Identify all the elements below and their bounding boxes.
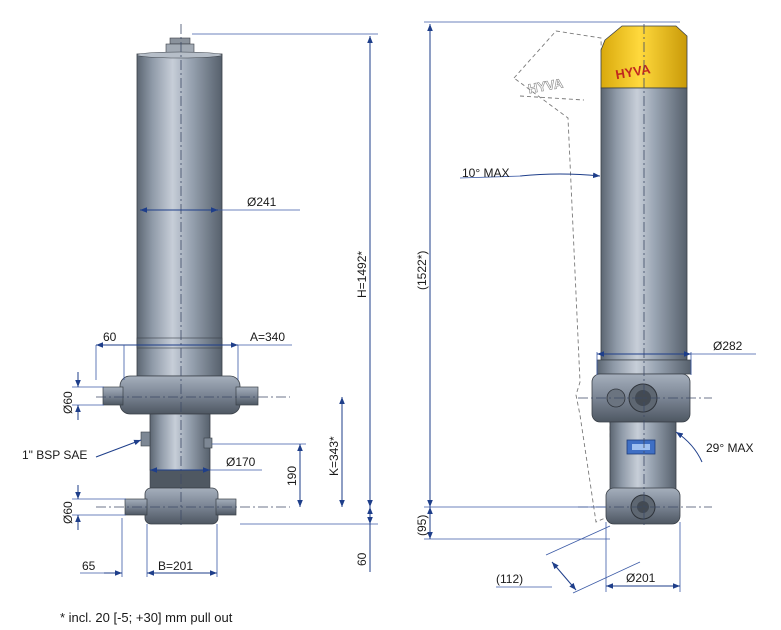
dim-95: (95) (415, 515, 429, 536)
dim-height-1522: (1522*) (415, 251, 429, 290)
dim-dia-282: Ø282 (713, 339, 743, 353)
lower-stage (149, 413, 211, 471)
dim-dia-60-upper: Ø60 (61, 391, 75, 414)
footnote: * incl. 20 [-5; +30] mm pull out (60, 610, 233, 625)
main-barrel (136, 53, 223, 377)
dim-60-top: 60 (103, 330, 117, 344)
side-view: HYVA HYVA (1522*) 10° MAX (415, 21, 756, 594)
upper-collar (136, 337, 223, 349)
dim-dia-60-lower: Ø60 (61, 501, 75, 524)
dim-tilt-max: 10° MAX (462, 166, 509, 180)
hyva-logo: HYVA (614, 61, 652, 82)
side-lower-stage (609, 421, 677, 493)
tilted-ghost-outline: HYVA (513, 30, 613, 523)
dim-190: 190 (285, 466, 299, 486)
dim-60-right: 60 (355, 552, 369, 566)
front-view: Ø241 H=1492* A=340 60 Ø60 1" BSP SAE Ø17… (22, 24, 378, 577)
dim-65: 65 (82, 559, 96, 573)
dim-height: H=1492* (355, 251, 369, 298)
dim-k: K=343* (327, 436, 341, 476)
dim-112: (112) (496, 572, 523, 586)
trunnion-block (119, 375, 241, 415)
dim-dia-170: Ø170 (226, 455, 256, 469)
top-fitting (165, 37, 195, 55)
bottom-eye (144, 487, 219, 525)
dim-a: A=340 (250, 330, 285, 344)
dim-dia-201: Ø201 (626, 571, 656, 585)
dim-swivel-max: 29° MAX (706, 441, 753, 455)
dim-bsp: 1" BSP SAE (22, 448, 87, 462)
ghost-logo: HYVA (527, 75, 565, 96)
dim-dia-241: Ø241 (247, 195, 277, 209)
dim-b: B=201 (158, 559, 193, 573)
